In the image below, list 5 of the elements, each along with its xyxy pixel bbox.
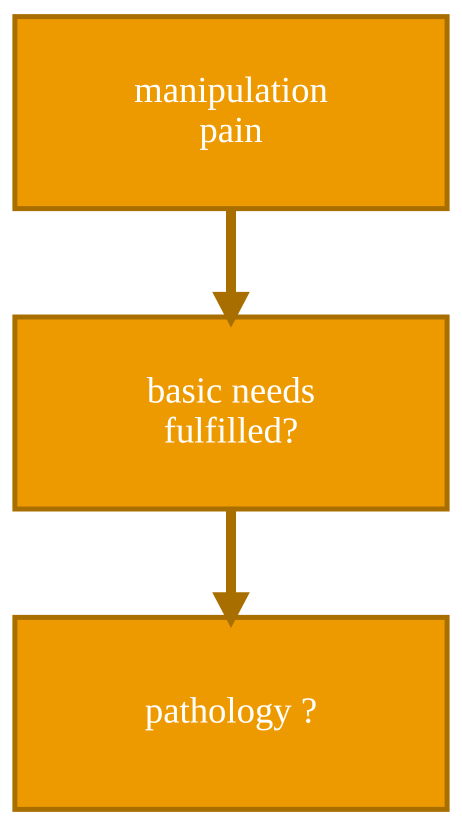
arrow bbox=[212, 508, 250, 628]
node-box: basic needs fulfilled? bbox=[12, 314, 450, 511]
node-box: manipulation pain bbox=[12, 14, 450, 211]
arrow bbox=[212, 208, 250, 328]
node-box: pathology ? bbox=[12, 614, 450, 812]
